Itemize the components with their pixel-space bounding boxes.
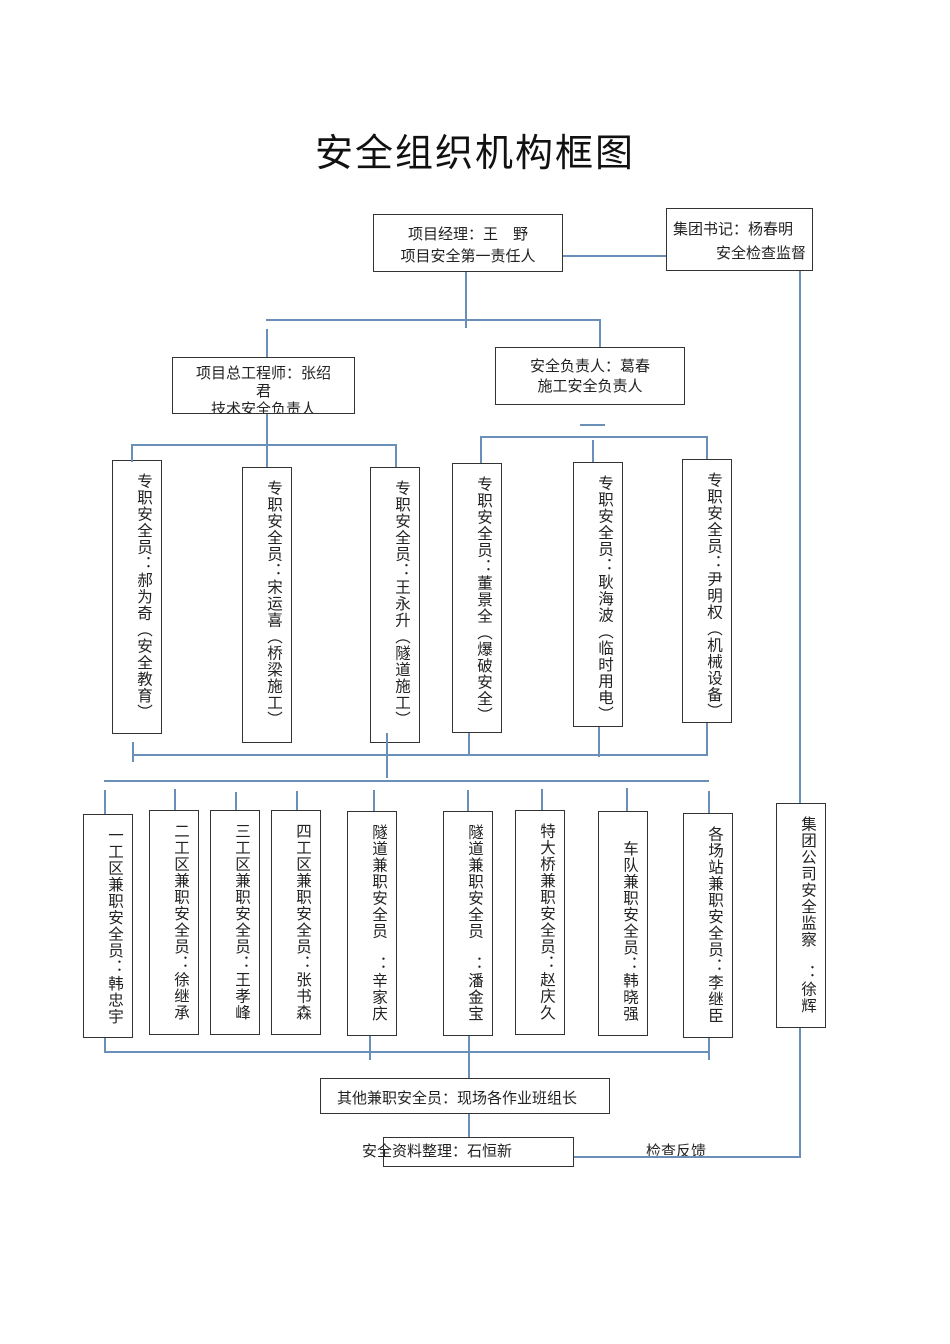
connector: [706, 436, 708, 459]
connector: [599, 319, 601, 347]
connector: [467, 790, 469, 811]
connector: [592, 440, 594, 462]
manager-role: 项目安全第一责任人: [400, 247, 536, 265]
connector: [708, 791, 710, 813]
group-secretary-box: 集团书记：杨春明 安全检查监督: [666, 208, 813, 271]
records-box: [383, 1137, 574, 1167]
secretary-name: 集团书记：杨春明: [673, 220, 794, 238]
connector: [266, 319, 600, 321]
other-part-time-box: 其他兼职安全员：现场各作业班组长: [320, 1078, 610, 1114]
connector: [104, 780, 709, 782]
officer-box-5: 专职安全员：耿海波（临时用电）: [573, 462, 623, 727]
safety-lead-box: 安全负责人：葛春 施工安全负责人: [495, 347, 685, 405]
connector: [386, 733, 388, 778]
connector: [468, 1114, 470, 1137]
part-time-box-6: 隧道兼职安全员 ：潘金宝: [443, 811, 493, 1036]
connector: [468, 733, 470, 756]
connector: [131, 444, 133, 462]
connector: [373, 790, 375, 811]
part-time-box-5: 隧道兼职安全员 ：辛家庆: [347, 811, 397, 1036]
connector: [563, 255, 666, 257]
secretary-role: 安全检查监督: [715, 244, 806, 262]
connector: [706, 723, 708, 754]
connector: [266, 414, 268, 467]
other-part-time-text: 其他兼职安全员：现场各作业班组长: [337, 1089, 578, 1107]
connector: [480, 436, 482, 463]
officer-box-1: 专职安全员：郝为奇（安全教育）: [112, 460, 162, 734]
connector: [131, 444, 397, 446]
connector: [296, 791, 298, 810]
chief-engineer-name: 项目总工程师：张绍: [195, 364, 331, 382]
feedback-label: 检查反馈: [646, 1142, 707, 1160]
safety-lead-name: 安全负责人：葛春: [529, 357, 650, 375]
connector: [574, 1156, 801, 1158]
chief-engineer-name-cont: 君: [255, 382, 271, 400]
safety-lead-role: 施工安全负责人: [537, 377, 643, 395]
part-time-box-7: 特大桥兼职安全员：赵庆久: [515, 810, 565, 1035]
connector: [132, 742, 134, 762]
chief-engineer-role: 技术安全负责人: [210, 400, 316, 414]
project-manager-box: 项目经理：王 野 项目安全第一责任人: [373, 214, 563, 272]
part-time-box-9: 各场站兼职安全员：李继臣: [683, 813, 733, 1038]
connector: [104, 1038, 106, 1052]
connector: [580, 424, 605, 426]
connector: [799, 1028, 801, 1158]
connector: [104, 1051, 709, 1053]
connector: [174, 789, 176, 810]
connector: [235, 792, 237, 810]
part-time-box-1: 一工区兼职安全员：韩忠宇: [83, 814, 133, 1038]
manager-name: 项目经理：王 野: [407, 225, 528, 243]
officer-box-3: 专职安全员：王永升（隧道施工）: [370, 467, 420, 743]
part-time-box-2: 二工区兼职安全员：徐继承: [149, 810, 199, 1035]
connector: [598, 727, 600, 757]
chief-engineer-box: 项目总工程师：张绍 君 技术安全负责人: [172, 357, 355, 414]
part-time-box-4: 四工区兼职安全员：张书森: [271, 810, 321, 1035]
connector: [369, 1036, 371, 1060]
connector: [541, 789, 543, 810]
officer-box-6: 专职安全员：尹明权（机械设备）: [682, 459, 732, 723]
connector: [104, 790, 106, 814]
connector: [465, 272, 467, 328]
connector: [799, 271, 801, 803]
officer-box-4: 专职安全员：董景全（爆破安全）: [452, 463, 502, 733]
connector: [266, 329, 268, 357]
connector: [480, 436, 708, 438]
connector: [132, 754, 708, 756]
part-time-box-8: 车队兼职安全员：韩晓强: [598, 811, 648, 1036]
records-text: 安全资料整理：石恒新: [362, 1142, 513, 1160]
officer-box-2: 专职安全员：宋运喜（桥梁施工）: [242, 467, 292, 743]
connector: [626, 788, 628, 811]
connector: [708, 1038, 710, 1060]
connector: [468, 1036, 470, 1078]
part-time-box-3: 三工区兼职安全员：王孝峰: [210, 810, 260, 1035]
group-supervisor-box: 集团公司安全监察 ：徐辉: [776, 803, 826, 1028]
page-title: 安全组织机构框图: [314, 131, 635, 175]
connector: [395, 444, 397, 467]
